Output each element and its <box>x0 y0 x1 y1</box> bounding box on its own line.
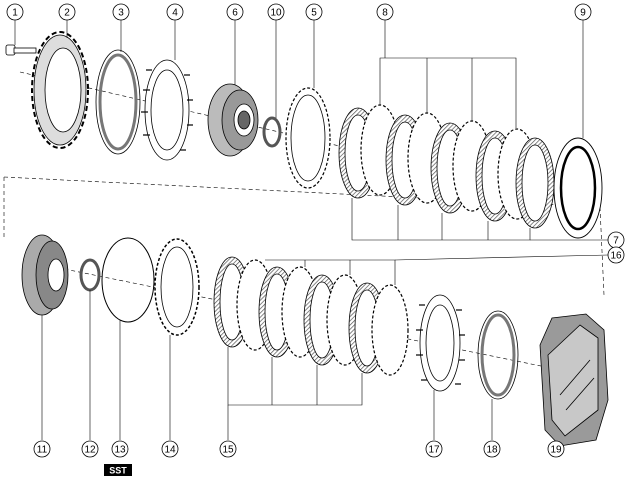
svg-text:13: 13 <box>114 445 126 456</box>
svg-text:1: 1 <box>12 8 18 19</box>
svg-text:16: 16 <box>610 251 622 262</box>
callout-1: 1 <box>6 3 24 21</box>
leader-lines <box>14 20 609 448</box>
part-bolt <box>5 44 37 56</box>
part-o-ring-large <box>101 237 155 323</box>
part-piston-seal <box>477 310 519 400</box>
callout-17: 17 <box>425 440 443 458</box>
callout-8: 8 <box>376 3 394 21</box>
clutch-pack-top <box>338 104 555 229</box>
clutch-pack-bottom <box>213 256 409 376</box>
part-pressure-plate-top <box>553 137 603 239</box>
svg-text:4: 4 <box>172 8 178 19</box>
callout-11: 11 <box>33 440 51 458</box>
part-small-washer <box>79 258 101 292</box>
svg-text:10: 10 <box>270 8 282 19</box>
part-clutch-housing-cover <box>31 31 89 149</box>
svg-text:2: 2 <box>64 8 70 19</box>
callout-16: 16 <box>607 246 625 264</box>
callout-13: 13 <box>111 440 129 458</box>
svg-text:12: 12 <box>84 445 96 456</box>
svg-text:7: 7 <box>613 236 619 247</box>
part-spring-retainer-top <box>141 59 193 161</box>
callout-6: 6 <box>226 3 244 21</box>
svg-text:3: 3 <box>118 8 124 19</box>
part-transmission-case <box>539 313 609 447</box>
part-spring-retainer-bottom <box>416 294 465 392</box>
callout-18: 18 <box>483 440 501 458</box>
svg-text:6: 6 <box>232 8 238 19</box>
part-snap-ring-large <box>95 49 141 155</box>
callout-5: 5 <box>305 3 323 21</box>
callout-12: 12 <box>81 440 99 458</box>
callout-3: 3 <box>112 3 130 21</box>
svg-text:17: 17 <box>428 445 440 456</box>
part-thrust-washer <box>262 116 282 148</box>
callout-15: 15 <box>219 440 237 458</box>
svg-text:5: 5 <box>311 8 317 19</box>
callout-14: 14 <box>161 440 179 458</box>
svg-text:9: 9 <box>580 8 586 19</box>
part-retaining-plate-bottom <box>154 238 200 336</box>
callout-2: 2 <box>58 3 76 21</box>
callout-19: 19 <box>547 440 565 458</box>
svg-text:8: 8 <box>382 8 388 19</box>
svg-text:19: 19 <box>550 445 562 456</box>
part-clutch-drum <box>207 83 259 157</box>
svg-text:15: 15 <box>222 445 234 456</box>
svg-text:SST: SST <box>109 466 127 476</box>
callout-4: 4 <box>166 3 184 21</box>
svg-text:14: 14 <box>164 445 176 456</box>
part-retaining-plate-top <box>285 87 331 189</box>
sst-badge: SST <box>104 464 132 476</box>
svg-text:18: 18 <box>486 445 498 456</box>
part-gear-hub <box>21 234 69 316</box>
callout-10: 10 <box>267 3 285 21</box>
svg-text:11: 11 <box>37 445 48 456</box>
callout-7: 7 <box>607 231 625 249</box>
callout-9: 9 <box>574 3 592 21</box>
